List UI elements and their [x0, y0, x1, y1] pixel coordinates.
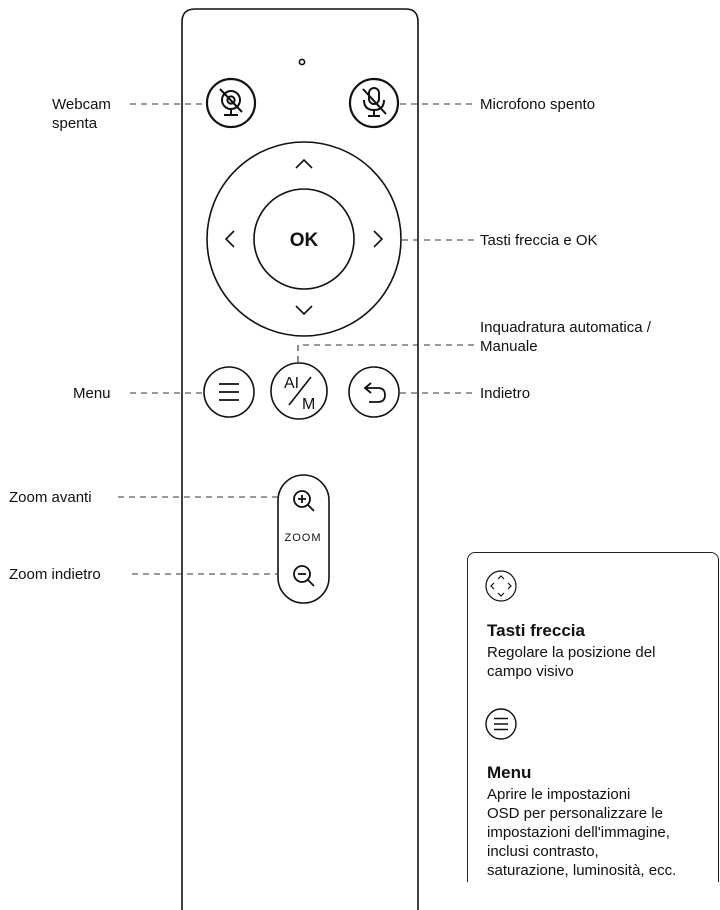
- arrow-left-icon: [224, 230, 235, 248]
- m-label: M: [302, 396, 315, 413]
- info-arrows-title: Tasti freccia: [487, 621, 585, 640]
- callout-back: Indietro: [480, 385, 531, 402]
- info-menu-desc-line1: Aprire le impostazioni: [487, 786, 631, 803]
- arrow-up-icon: [295, 158, 313, 169]
- info-arrows-desc: Regolare la posizione del campo visivo: [487, 643, 712, 681]
- info-arrows-desc-line1: Regolare la posizione del: [487, 644, 656, 661]
- callout-webcam-line2: spenta: [52, 115, 98, 132]
- info-menu-desc: Aprire le impostazioni OSD per personali…: [487, 785, 712, 880]
- mic-off-button: [348, 77, 400, 129]
- indicator-light: [298, 58, 306, 66]
- menu-icon: [219, 383, 239, 401]
- callout-arrows: Tasti freccia e OK: [480, 232, 598, 249]
- info-menu-desc-line3: impostazioni dell'immagine,: [487, 824, 670, 841]
- back-button: [348, 366, 400, 418]
- webcam-off-button: [205, 77, 257, 129]
- callout-menu: Menu: [73, 385, 111, 402]
- callout-auto-line2: Manuale: [480, 338, 538, 355]
- info-menu-desc-line2: OSD per personalizzare le: [487, 805, 663, 822]
- arrow-down-icon: [295, 305, 313, 316]
- menu-button: [203, 366, 255, 418]
- webcam-off-icon: [219, 88, 243, 116]
- callout-zoom-out: Zoom indietro: [9, 566, 101, 583]
- leader-auto: [297, 344, 474, 362]
- zoom-rocker: [277, 474, 330, 604]
- remote-body: [181, 8, 419, 910]
- info-menu-title: Menu: [487, 763, 532, 782]
- menu-info-icon: [485, 708, 517, 740]
- ai-label: AI: [284, 375, 299, 392]
- callout-zoom-in: Zoom avanti: [9, 489, 92, 506]
- info-menu-desc-line5: saturazione, luminosità, ecc.: [487, 862, 677, 879]
- ai-manual-button: [270, 362, 328, 420]
- zoom-in-icon: [293, 490, 315, 512]
- dpad-ring: [206, 141, 402, 337]
- zoom-out-icon: [293, 565, 315, 587]
- info-box: Tasti freccia Regolare la posizione del …: [467, 552, 719, 882]
- info-arrows-desc-line2: campo visivo: [487, 663, 574, 680]
- callout-webcam-line1: Webcam: [52, 96, 111, 113]
- callout-mic: Microfono spento: [480, 96, 596, 113]
- mic-off-icon: [362, 87, 387, 117]
- info-menu-desc-line4: inclusi contrasto,: [487, 843, 599, 860]
- ok-label: OK: [290, 230, 319, 251]
- zoom-label: ZOOM: [285, 532, 322, 544]
- arrow-right-icon: [373, 230, 384, 248]
- callout-auto-line1: Inquadratura automatica /: [480, 319, 651, 336]
- callout-webcam: Webcam spenta: [52, 95, 111, 133]
- callout-auto: Inquadratura automatica / Manuale: [480, 318, 651, 356]
- arrow-keys-icon: [485, 570, 517, 602]
- back-icon: [363, 382, 386, 403]
- ok-button: [253, 188, 355, 290]
